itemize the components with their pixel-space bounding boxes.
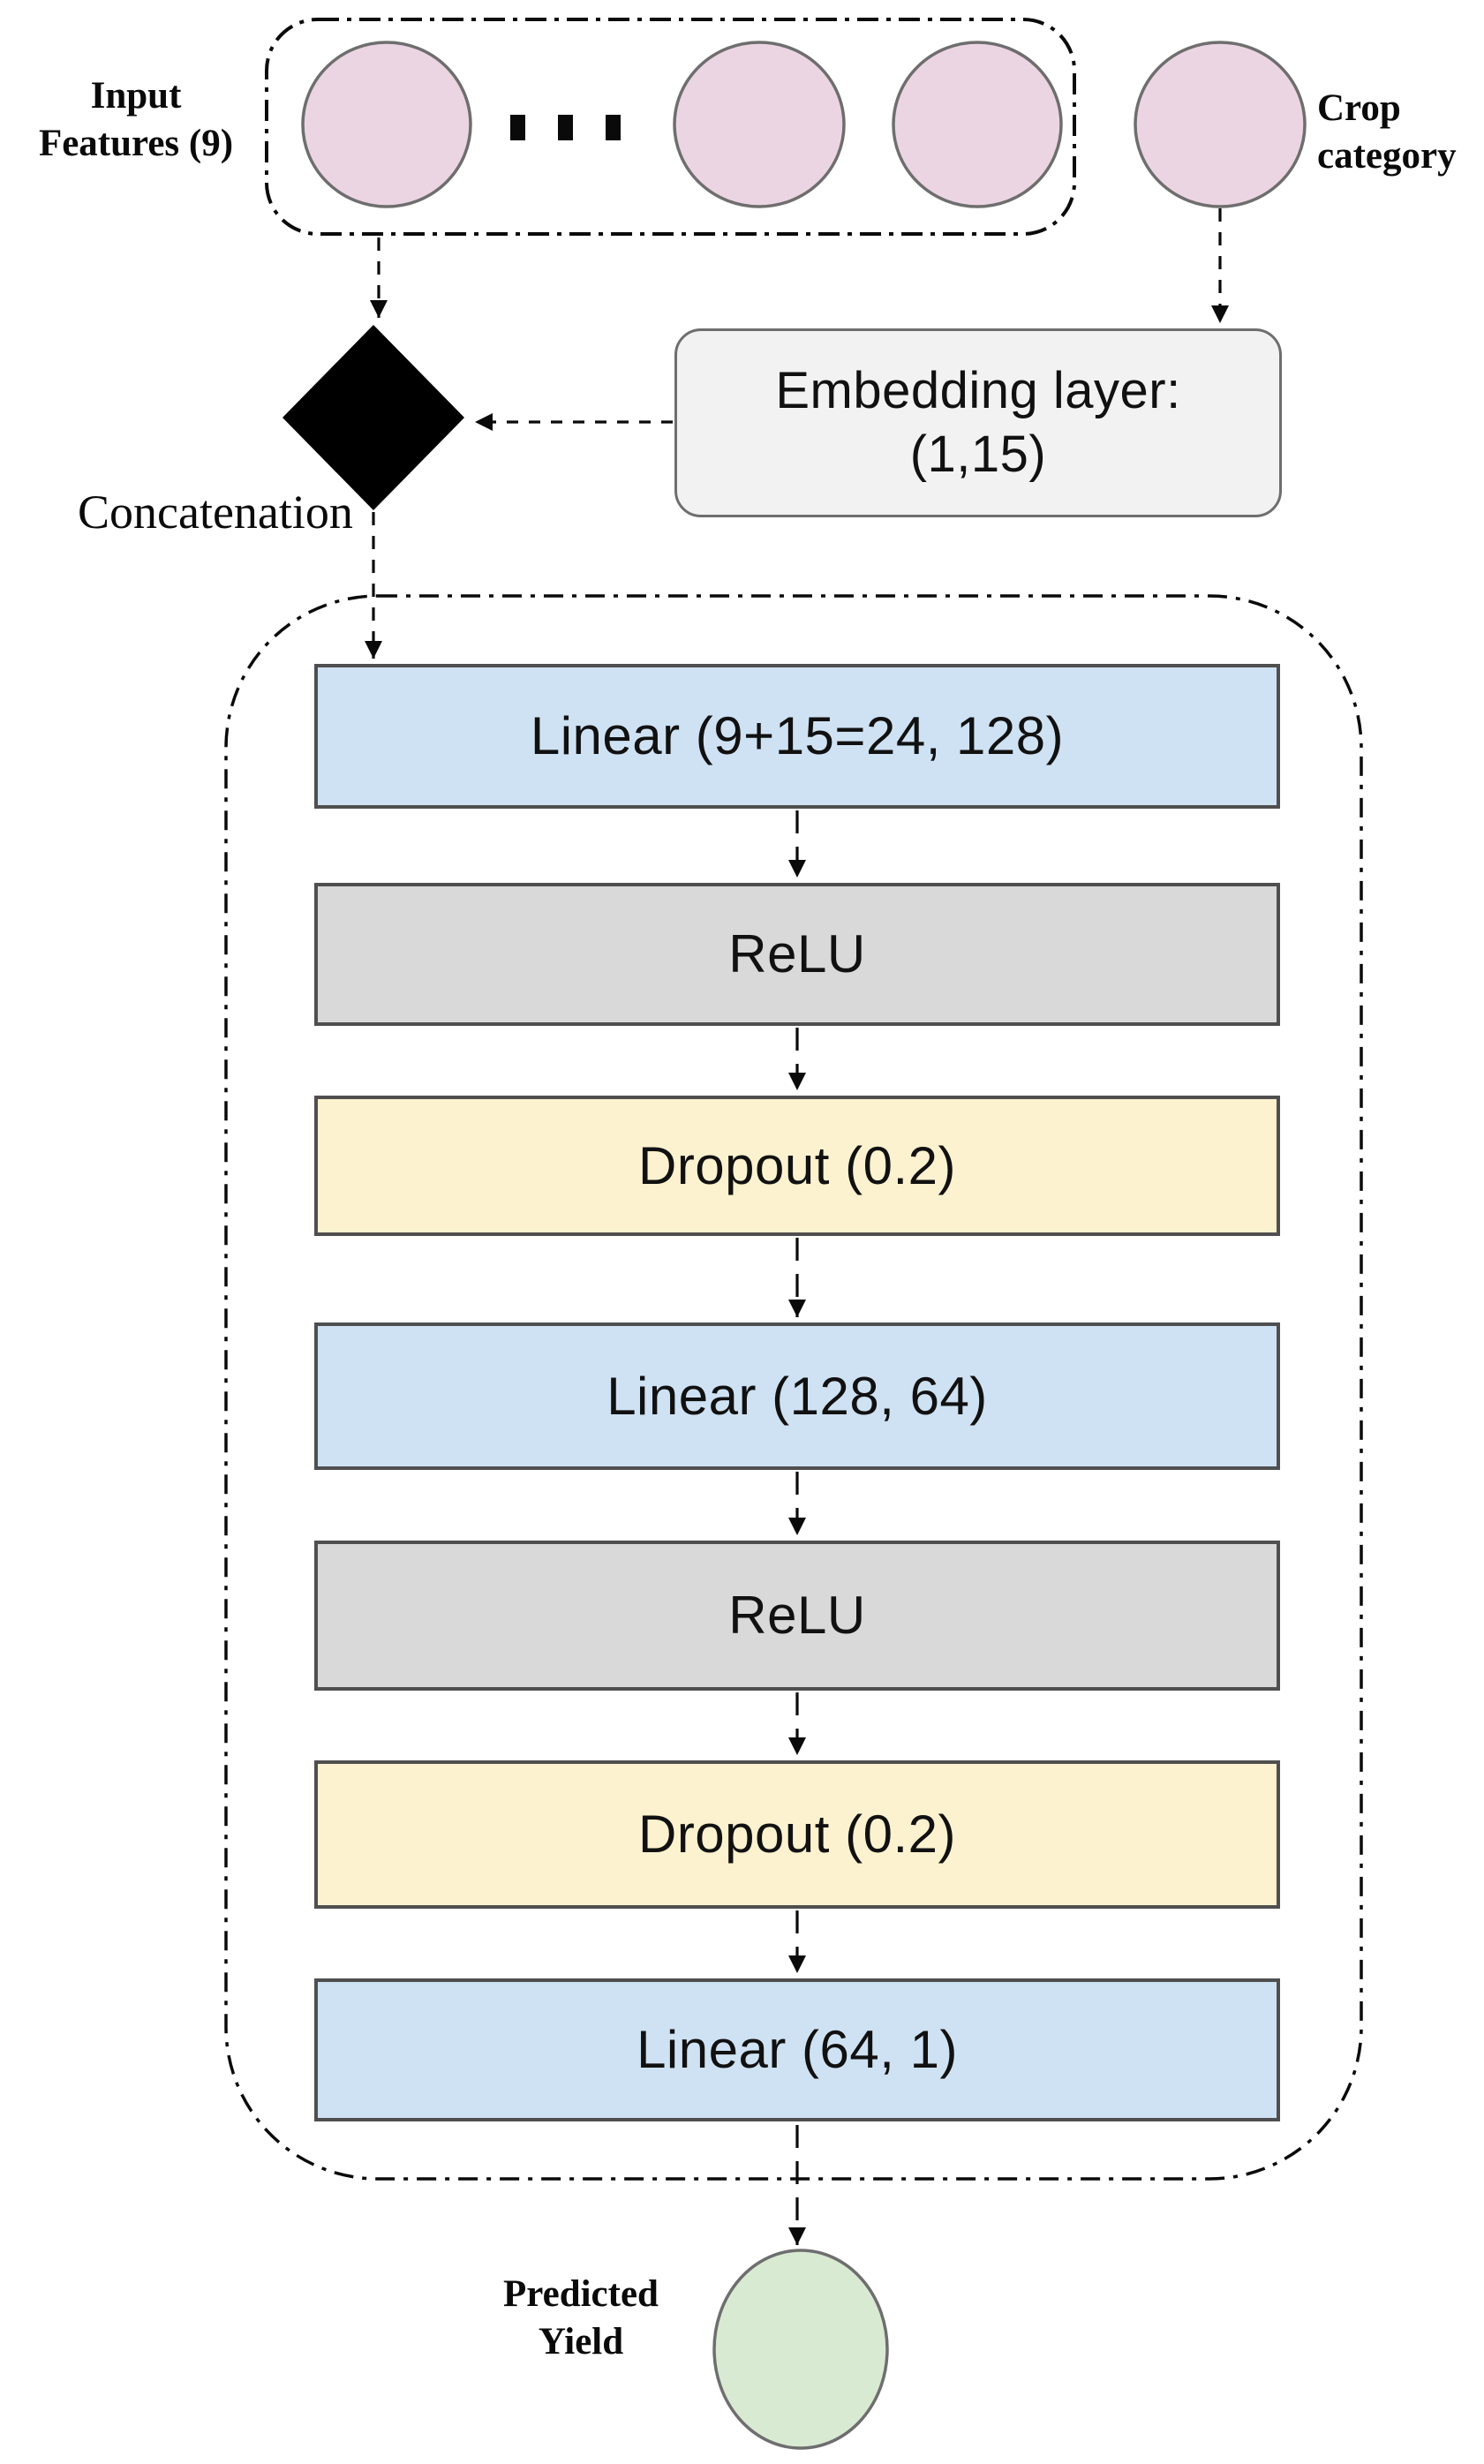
crop-category-label-line2: category bbox=[1317, 135, 1457, 177]
input-neuron-1 bbox=[301, 41, 472, 208]
layer-label: Linear (128, 64) bbox=[606, 1366, 988, 1426]
input-features-label-line2: Features (9) bbox=[38, 123, 234, 165]
network-container-outline bbox=[224, 594, 1363, 2181]
input-neuron-2 bbox=[673, 41, 846, 208]
ellipsis-dots-icon bbox=[510, 115, 621, 140]
concatenation-diamond bbox=[282, 325, 464, 510]
predicted-yield-label-line2: Yield bbox=[538, 2321, 624, 2363]
embedding-layer-line2: (1,15) bbox=[909, 426, 1047, 483]
embedding-layer-box: Embedding layer: (1,15) bbox=[674, 328, 1282, 517]
layer-label: Linear (64, 1) bbox=[637, 2020, 958, 2080]
predicted-yield-neuron bbox=[712, 2249, 889, 2450]
layer-label: Dropout (0.2) bbox=[638, 1135, 956, 1195]
layer-box-dropout-2: Dropout (0.2) bbox=[314, 1760, 1280, 1909]
layer-box-dropout-1: Dropout (0.2) bbox=[314, 1096, 1280, 1236]
layer-box-relu-1: ReLU bbox=[314, 883, 1280, 1026]
layer-box-linear-1: Linear (9+15=24, 128) bbox=[314, 664, 1280, 809]
layer-box-linear-2: Linear (128, 64) bbox=[314, 1322, 1280, 1470]
crop-category-label: Crop category bbox=[1317, 85, 1484, 180]
crop-category-neuron bbox=[1134, 41, 1307, 208]
input-features-label: Input Features (9) bbox=[16, 72, 256, 168]
layer-box-relu-2: ReLU bbox=[314, 1541, 1280, 1691]
embedding-layer-line1: Embedding layer: bbox=[775, 361, 1181, 419]
layer-box-linear-3: Linear (64, 1) bbox=[314, 1978, 1280, 2121]
crop-category-label-line1: Crop bbox=[1317, 87, 1401, 129]
layer-label: Dropout (0.2) bbox=[638, 1805, 956, 1865]
layer-label: ReLU bbox=[728, 1586, 866, 1646]
input-features-label-line1: Input bbox=[90, 75, 182, 117]
predicted-yield-label-line1: Predicted bbox=[503, 2273, 659, 2315]
layer-label: ReLU bbox=[728, 924, 866, 984]
predicted-yield-label: Predicted Yield bbox=[466, 2271, 696, 2366]
layer-label: Linear (9+15=24, 128) bbox=[530, 706, 1065, 766]
input-features-group-outline bbox=[265, 18, 1076, 236]
input-neuron-3 bbox=[892, 41, 1063, 208]
concatenation-label: Concatenation bbox=[78, 486, 353, 539]
